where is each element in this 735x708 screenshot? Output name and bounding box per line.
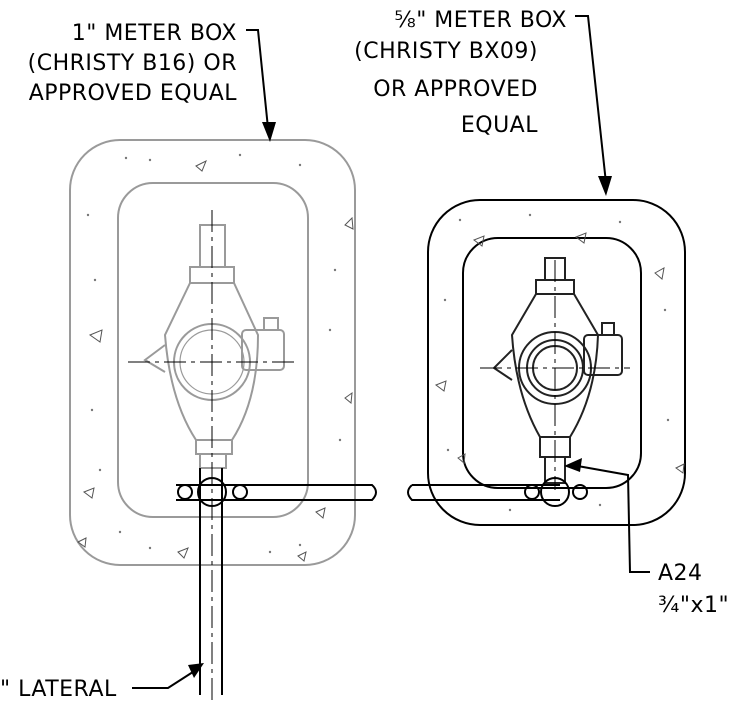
- label-1in-line-2: (CHRISTY B16) OR: [28, 51, 237, 76]
- label-5-8in-line-4: EQUAL: [461, 113, 538, 138]
- label-fitting-line-2: ¾"x1": [658, 593, 729, 618]
- meter-5-8in: [492, 257, 623, 484]
- label-5-8in-line-2: (CHRISTY BX09): [354, 39, 538, 64]
- meter-box-5-8in-inner-wall: [462, 237, 642, 489]
- label-1in-line-1: 1" METER BOX: [72, 21, 237, 46]
- service-pipes: [176, 468, 588, 695]
- label-lateral: " LATERAL: [0, 677, 117, 702]
- concrete-hatching-left: [77, 153, 354, 562]
- meter-box-1in-inner-wall: [117, 182, 309, 518]
- center-lines: [128, 210, 630, 700]
- label-5-8in-line-3: OR APPROVED: [373, 77, 538, 102]
- meter-1in: [143, 224, 285, 469]
- labels: 1" METER BOX (CHRISTY B16) OR APPROVED E…: [0, 8, 729, 702]
- label-5-8in-line-1: ⅝" METER BOX: [394, 8, 567, 33]
- meter-box-5-8in-outer-wall: [427, 199, 686, 526]
- leader-lines: [132, 15, 650, 689]
- meter-box-5-8in: [427, 199, 686, 526]
- concrete-hatching-right: [434, 213, 685, 512]
- label-1in-line-3: APPROVED EQUAL: [29, 81, 238, 106]
- label-fitting-line-1: A24: [658, 561, 703, 586]
